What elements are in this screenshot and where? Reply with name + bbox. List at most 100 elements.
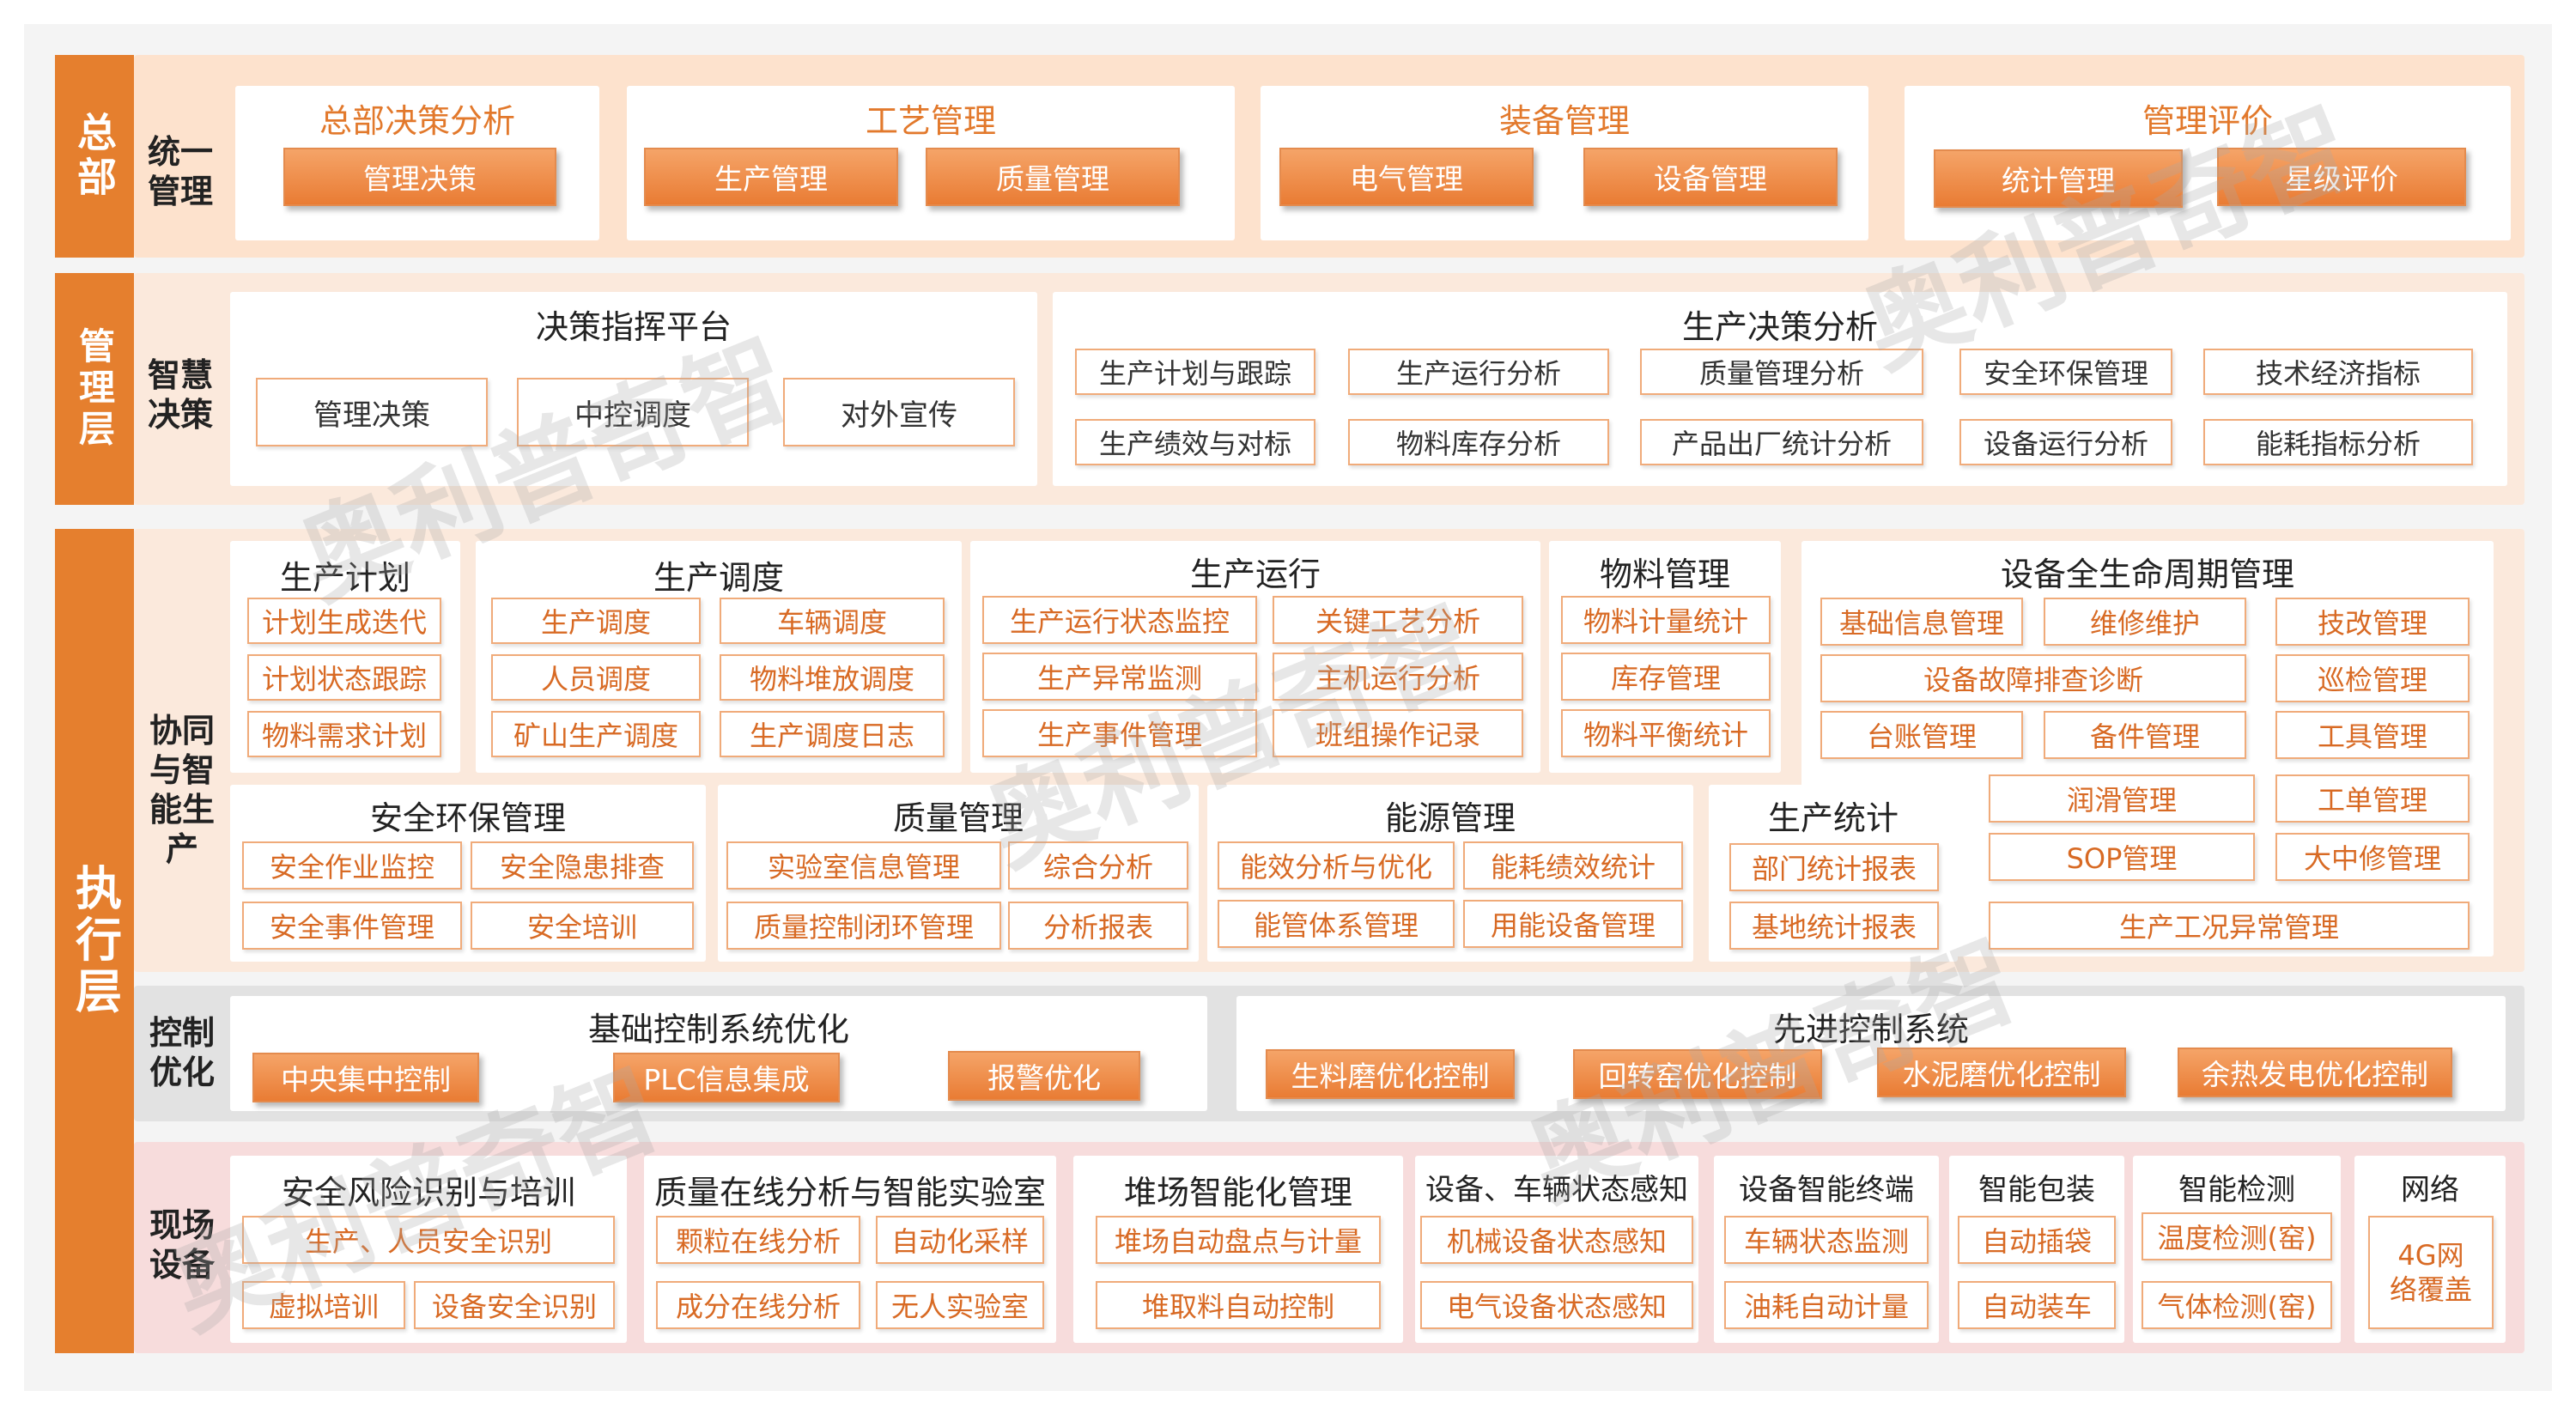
dispatch-panel: 生产调度 生产调度 车辆调度 人员调度 物料堆放调度 矿山生产调度 生产调度日志 [476, 541, 962, 773]
dispatch-item[interactable]: 生产调度日志 [720, 711, 945, 757]
electrical-mgmt-button[interactable]: 电气管理 [1279, 148, 1534, 206]
safety-item[interactable]: 安全隐患排查 [471, 841, 694, 890]
equipment-item[interactable]: 巡检管理 [2275, 654, 2470, 702]
plc-integration-button[interactable]: PLC信息集成 [613, 1053, 840, 1102]
decision-item[interactable]: 质量管理分析 [1640, 349, 1923, 395]
equipment-item[interactable]: 设备故障排查诊断 [1820, 654, 2246, 702]
dispatch-item[interactable]: 矿山生产调度 [491, 711, 701, 757]
public-relations-item[interactable]: 对外宣传 [783, 378, 1015, 446]
material-item[interactable]: 物料平衡统计 [1561, 709, 1771, 757]
waste-heat-control-button[interactable]: 余热发电优化控制 [2178, 1048, 2452, 1097]
safety-item[interactable]: 安全作业监控 [242, 841, 462, 890]
energy-item[interactable]: 用能设备管理 [1463, 900, 1683, 948]
equipment-item[interactable]: 台账管理 [1820, 711, 2023, 759]
operation-item[interactable]: 生产异常监测 [982, 653, 1257, 701]
decision-item[interactable]: 生产绩效与对标 [1075, 419, 1315, 465]
stats-item[interactable]: 部门统计报表 [1729, 843, 1939, 891]
raw-mill-control-button[interactable]: 生料磨优化控制 [1266, 1049, 1515, 1099]
decision-item[interactable]: 生产计划与跟踪 [1075, 349, 1315, 395]
star-rating-button[interactable]: 星级评价 [2217, 148, 2466, 206]
energy-item[interactable]: 能效分析与优化 [1218, 841, 1455, 890]
equipment-item[interactable]: 大中修管理 [2275, 833, 2470, 881]
collab-sublabel: 协同与智能生产 [149, 712, 215, 868]
field-item[interactable]: 生产、人员安全识别 [242, 1216, 615, 1264]
central-dispatch-item[interactable]: 中控调度 [517, 378, 749, 446]
equipment-item[interactable]: 技改管理 [2275, 598, 2470, 646]
field-item[interactable]: 油耗自动计量 [1724, 1281, 1929, 1329]
plan-item[interactable]: 计划状态跟踪 [247, 654, 441, 701]
quality-item[interactable]: 质量控制闭环管理 [726, 902, 1001, 950]
field-item[interactable]: 无人实验室 [876, 1281, 1044, 1329]
material-item[interactable]: 物料计量统计 [1561, 596, 1771, 644]
decision-item[interactable]: 生产运行分析 [1348, 349, 1609, 395]
decision-item[interactable]: 能耗指标分析 [2203, 419, 2473, 465]
equipment-item[interactable]: SOP管理 [1989, 833, 2255, 881]
field-item[interactable]: 设备安全识别 [414, 1281, 615, 1329]
dispatch-item[interactable]: 生产调度 [491, 598, 701, 644]
decision-item[interactable]: 物料库存分析 [1348, 419, 1609, 465]
decision-item[interactable]: 安全环保管理 [1959, 349, 2172, 395]
plan-item[interactable]: 物料需求计划 [247, 711, 441, 757]
equipment-item[interactable]: 生产工况异常管理 [1989, 902, 2470, 950]
field-item[interactable]: 堆取料自动控制 [1096, 1281, 1381, 1329]
dispatch-item[interactable]: 物料堆放调度 [720, 654, 945, 701]
plan-item[interactable]: 计划生成迭代 [247, 598, 441, 644]
field-item[interactable]: 虚拟培训 [242, 1281, 405, 1329]
decision-item[interactable]: 产品出厂统计分析 [1640, 419, 1923, 465]
panel-title: 生产计划 [279, 559, 410, 597]
production-mgmt-button[interactable]: 生产管理 [644, 148, 898, 206]
central-control-button[interactable]: 中央集中控制 [252, 1053, 479, 1102]
statistics-mgmt-button[interactable]: 统计管理 [1934, 149, 2183, 208]
energy-item[interactable]: 能管体系管理 [1218, 900, 1455, 948]
field-item[interactable]: 自动化采样 [876, 1216, 1044, 1264]
alarm-optimization-button[interactable]: 报警优化 [948, 1051, 1140, 1101]
hq-group-equipment: 装备管理 电气管理 设备管理 [1261, 86, 1868, 240]
quality-item[interactable]: 综合分析 [1008, 841, 1188, 890]
decision-item[interactable]: 技术经济指标 [2203, 349, 2473, 395]
field-item[interactable]: 自动插袋 [1958, 1216, 2116, 1264]
quality-mgmt-button[interactable]: 质量管理 [926, 148, 1180, 206]
field-item[interactable]: 堆场自动盘点与计量 [1096, 1216, 1381, 1264]
energy-item[interactable]: 能耗绩效统计 [1463, 841, 1683, 890]
stats-item[interactable]: 基地统计报表 [1729, 902, 1939, 950]
field-item[interactable]: 温度检测(窑) [2142, 1212, 2332, 1260]
equipment-item[interactable]: 备件管理 [2044, 711, 2246, 759]
material-panel: 物料管理 物料计量统计 库存管理 物料平衡统计 [1549, 541, 1781, 773]
equipment-item[interactable]: 基础信息管理 [1820, 598, 2023, 646]
field-item[interactable]: 气体检测(窑) [2142, 1281, 2332, 1329]
field-item[interactable]: 成分在线分析 [656, 1281, 860, 1329]
operation-item[interactable]: 生产事件管理 [982, 709, 1257, 757]
operation-item[interactable]: 班组操作记录 [1273, 709, 1523, 757]
material-item[interactable]: 库存管理 [1561, 653, 1771, 701]
dispatch-item[interactable]: 人员调度 [491, 654, 701, 701]
field-item[interactable]: 自动装车 [1958, 1281, 2116, 1329]
decision-button[interactable]: 管理决策 [283, 148, 556, 206]
field-item[interactable]: 电气设备状态感知 [1420, 1281, 1693, 1329]
kiln-control-button[interactable]: 回转窑优化控制 [1573, 1049, 1822, 1099]
safety-item[interactable]: 安全事件管理 [242, 902, 462, 950]
network-coverage-item[interactable]: 4G网络覆盖 [2368, 1216, 2494, 1329]
mgmt-decision-item[interactable]: 管理决策 [256, 378, 488, 446]
operation-item[interactable]: 关键工艺分析 [1273, 596, 1523, 644]
dispatch-item[interactable]: 车辆调度 [720, 598, 945, 644]
quality-item[interactable]: 分析报表 [1008, 902, 1188, 950]
cement-mill-control-button[interactable]: 水泥磨优化控制 [1877, 1048, 2126, 1097]
quality-item[interactable]: 实验室信息管理 [726, 841, 1001, 890]
field-item[interactable]: 车辆状态监测 [1724, 1216, 1929, 1264]
field-item[interactable]: 颗粒在线分析 [656, 1216, 860, 1264]
equipment-item[interactable]: 润滑管理 [1989, 774, 2255, 823]
panel-title: 生产统计 [1767, 799, 1899, 837]
operation-item[interactable]: 主机运行分析 [1273, 653, 1523, 701]
safety-item[interactable]: 安全培训 [471, 902, 694, 950]
equipment-mgmt-button[interactable]: 设备管理 [1583, 148, 1838, 206]
panel-title: 设备智能终端 [1739, 1173, 1914, 1207]
decision-item[interactable]: 设备运行分析 [1959, 419, 2172, 465]
field-item[interactable]: 机械设备状态感知 [1420, 1216, 1693, 1264]
field-network-panel: 网络 4G网络覆盖 [2354, 1156, 2506, 1343]
field-sublabel: 现场设备 [149, 1206, 215, 1284]
equipment-item[interactable]: 维修维护 [2044, 598, 2246, 646]
operation-item[interactable]: 生产运行状态监控 [982, 596, 1257, 644]
equipment-item[interactable]: 工具管理 [2275, 711, 2470, 759]
panel-title: 安全环保管理 [369, 799, 566, 837]
equipment-item[interactable]: 工单管理 [2275, 774, 2470, 823]
